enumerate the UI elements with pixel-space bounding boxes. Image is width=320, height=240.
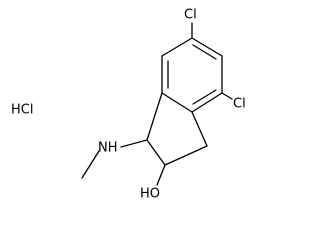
- chlorine-label-right: Cl: [233, 97, 246, 112]
- bond-c3-c2: [146, 139, 166, 166]
- bond-c3a-c3: [146, 92, 163, 141]
- hydroxyl-label: HO: [140, 187, 160, 202]
- hydrochloride-label: HCl: [11, 103, 33, 118]
- bond-c1-c7a: [191, 111, 208, 147]
- benzene-ring: [161, 37, 223, 113]
- chemical-structure-diagram: Cl Cl HCl NH HO: [11, 8, 246, 202]
- cyclopentane-ring: [146, 92, 208, 166]
- bond-n-methyl: [81, 150, 100, 179]
- bond-c7a-c3a: [161, 92, 193, 113]
- bond-c3-n: [120, 139, 148, 148]
- bond-c7-cl: [221, 92, 233, 100]
- bond-c4-c5: [161, 37, 193, 57]
- bond-c2-c1: [164, 145, 208, 166]
- bond-c5-c6: [191, 37, 223, 57]
- bond-c2-o: [156, 164, 166, 186]
- amine-label: NH: [98, 141, 118, 156]
- chlorine-label-top: Cl: [184, 8, 197, 23]
- bond-c7-c7a: [191, 92, 223, 113]
- double-bond-c5-c6: [192, 44, 217, 60]
- double-bond-c7-c7a: [192, 89, 217, 105]
